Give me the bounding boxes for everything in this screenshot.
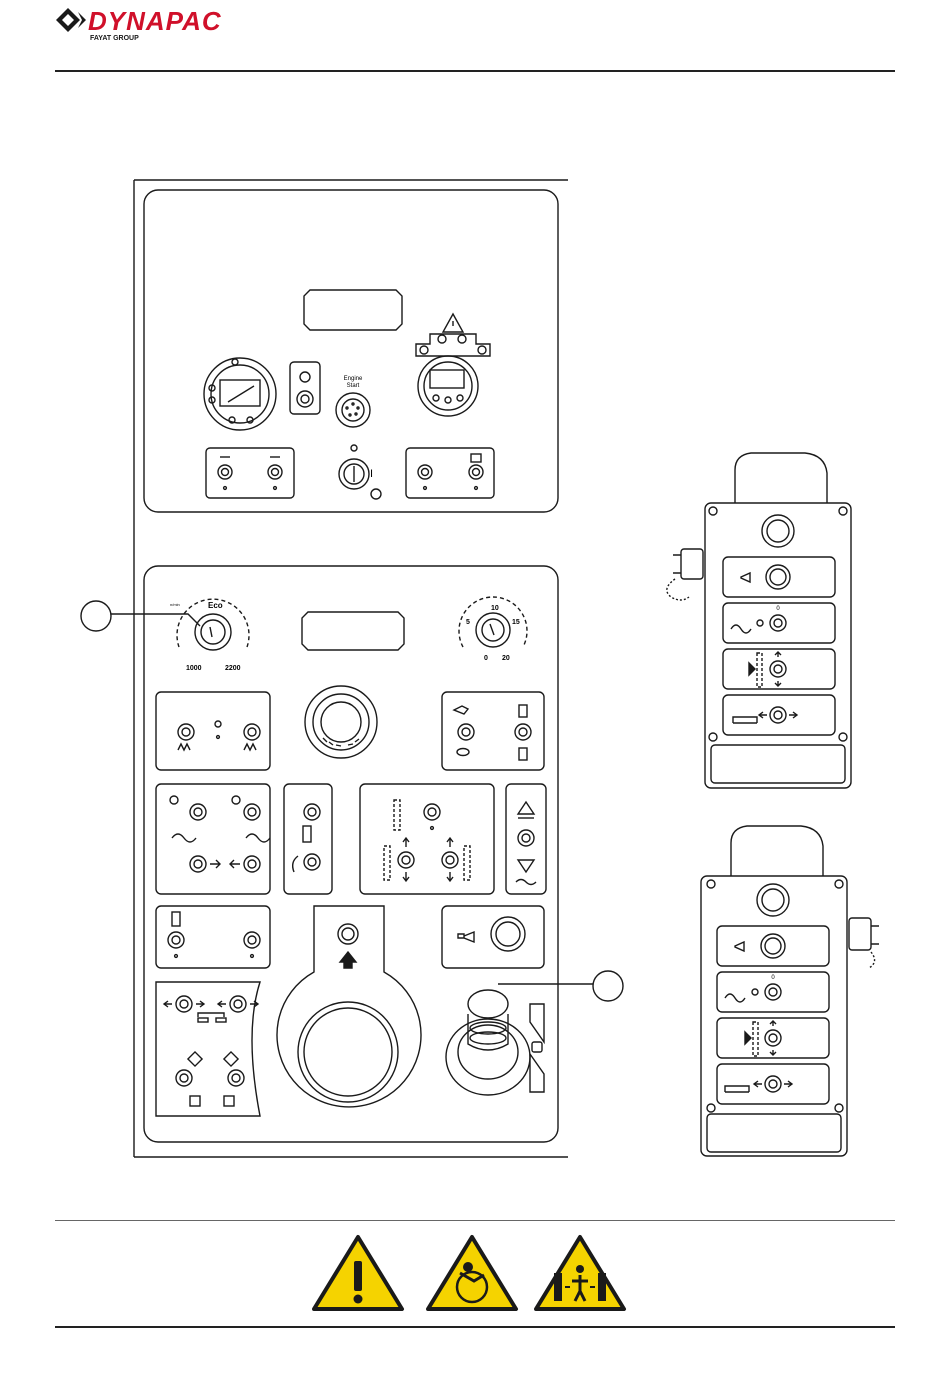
- water-switch-box[interactable]: [156, 906, 270, 968]
- horn-icon: [458, 932, 474, 942]
- remote-control-right: 0: [695, 818, 915, 1163]
- upper-display-window: [304, 290, 402, 330]
- width-retract-icon: [519, 748, 527, 760]
- engine-start-label-1: Engine: [344, 376, 363, 382]
- brand-name: DYNAPAC: [88, 6, 222, 36]
- pinch-point-warning-icon: [536, 1237, 624, 1309]
- remote-a-handle: [735, 453, 827, 503]
- crush-roller-warning-icon: [428, 1237, 516, 1309]
- remote-a-horn-row[interactable]: [723, 557, 835, 597]
- drive-lever-bracket: [277, 906, 421, 1107]
- eco-label: Eco: [208, 601, 223, 610]
- eco-dial-callout: [78, 596, 208, 636]
- scale-label-20: 20: [502, 655, 510, 662]
- scale-label-15: 15: [512, 619, 520, 626]
- instrument-gauge: [204, 358, 276, 430]
- remote-b-handle: [731, 826, 823, 876]
- engine-start-button[interactable]: [336, 393, 370, 427]
- remote-a-zero-mark: 0: [776, 606, 780, 612]
- warning-signs: [310, 1233, 630, 1313]
- upper-panel: [144, 190, 558, 512]
- remote-b-tilt-row[interactable]: [717, 1064, 829, 1104]
- turtle-icon: [457, 749, 469, 756]
- edge-cutter-switch-box[interactable]: [284, 784, 332, 894]
- joystick-callout: [490, 968, 630, 1008]
- remote-b-offset-row[interactable]: [717, 1018, 829, 1058]
- dynapac-logo: DYNAPAC FAYAT GROUP: [52, 4, 312, 44]
- lower-panel: [144, 566, 558, 1142]
- scale-label-0: 0: [484, 655, 488, 662]
- ignition-on-mark: I: [370, 468, 373, 480]
- lift-switch-box[interactable]: [506, 784, 546, 894]
- header-rule: [55, 70, 895, 72]
- emergency-stop-button[interactable]: [305, 686, 377, 758]
- lower-display-window: [302, 612, 404, 650]
- scale-label-5: 5: [466, 619, 470, 626]
- speed-min-label: 1000: [186, 665, 202, 672]
- engine-start-label-2: Start: [347, 383, 360, 389]
- brand-group: FAYAT GROUP: [90, 35, 139, 42]
- remote-a-offset-row[interactable]: [723, 649, 835, 689]
- main-control-panel-figure: Engine Start I Eco n/min 1000 2200 0 5 1…: [128, 172, 578, 1162]
- right-display-unit: [418, 356, 478, 416]
- speed-max-label: 2200: [225, 665, 241, 672]
- tilt-switch-box[interactable]: [156, 982, 260, 1116]
- ignition-key-switch[interactable]: [339, 445, 381, 499]
- scale-label-10: 10: [491, 605, 499, 612]
- horn-switch-box[interactable]: [442, 906, 544, 968]
- spray-switch-box[interactable]: [156, 784, 270, 894]
- drum-offset-switch-box[interactable]: [360, 784, 494, 894]
- speed-range-switch-box[interactable]: [442, 692, 544, 770]
- remote-b-cable-connector: [849, 918, 879, 968]
- service-switch[interactable]: [290, 362, 320, 414]
- remote-control-left: 0: [655, 445, 865, 795]
- width-extend-icon: [519, 705, 527, 717]
- general-warning-icon: [314, 1237, 402, 1309]
- footer-rule: [55, 1326, 895, 1328]
- warning-lamp-bracket: [416, 314, 490, 356]
- remote-a-cable-connector: [667, 549, 703, 600]
- upper-right-switch-box[interactable]: [406, 448, 494, 498]
- vibration-switch-box[interactable]: [156, 692, 270, 770]
- upper-left-switch-box[interactable]: [206, 448, 294, 498]
- remote-a-tilt-row[interactable]: [723, 695, 835, 735]
- joystick-side-indicator: [530, 1004, 544, 1092]
- remote-b-zero-mark: 0: [771, 975, 775, 981]
- warnings-top-rule: [55, 1220, 895, 1221]
- remote-b-horn-row[interactable]: [717, 926, 829, 966]
- hare-icon: [454, 706, 468, 714]
- logo-mark-icon: [56, 8, 86, 32]
